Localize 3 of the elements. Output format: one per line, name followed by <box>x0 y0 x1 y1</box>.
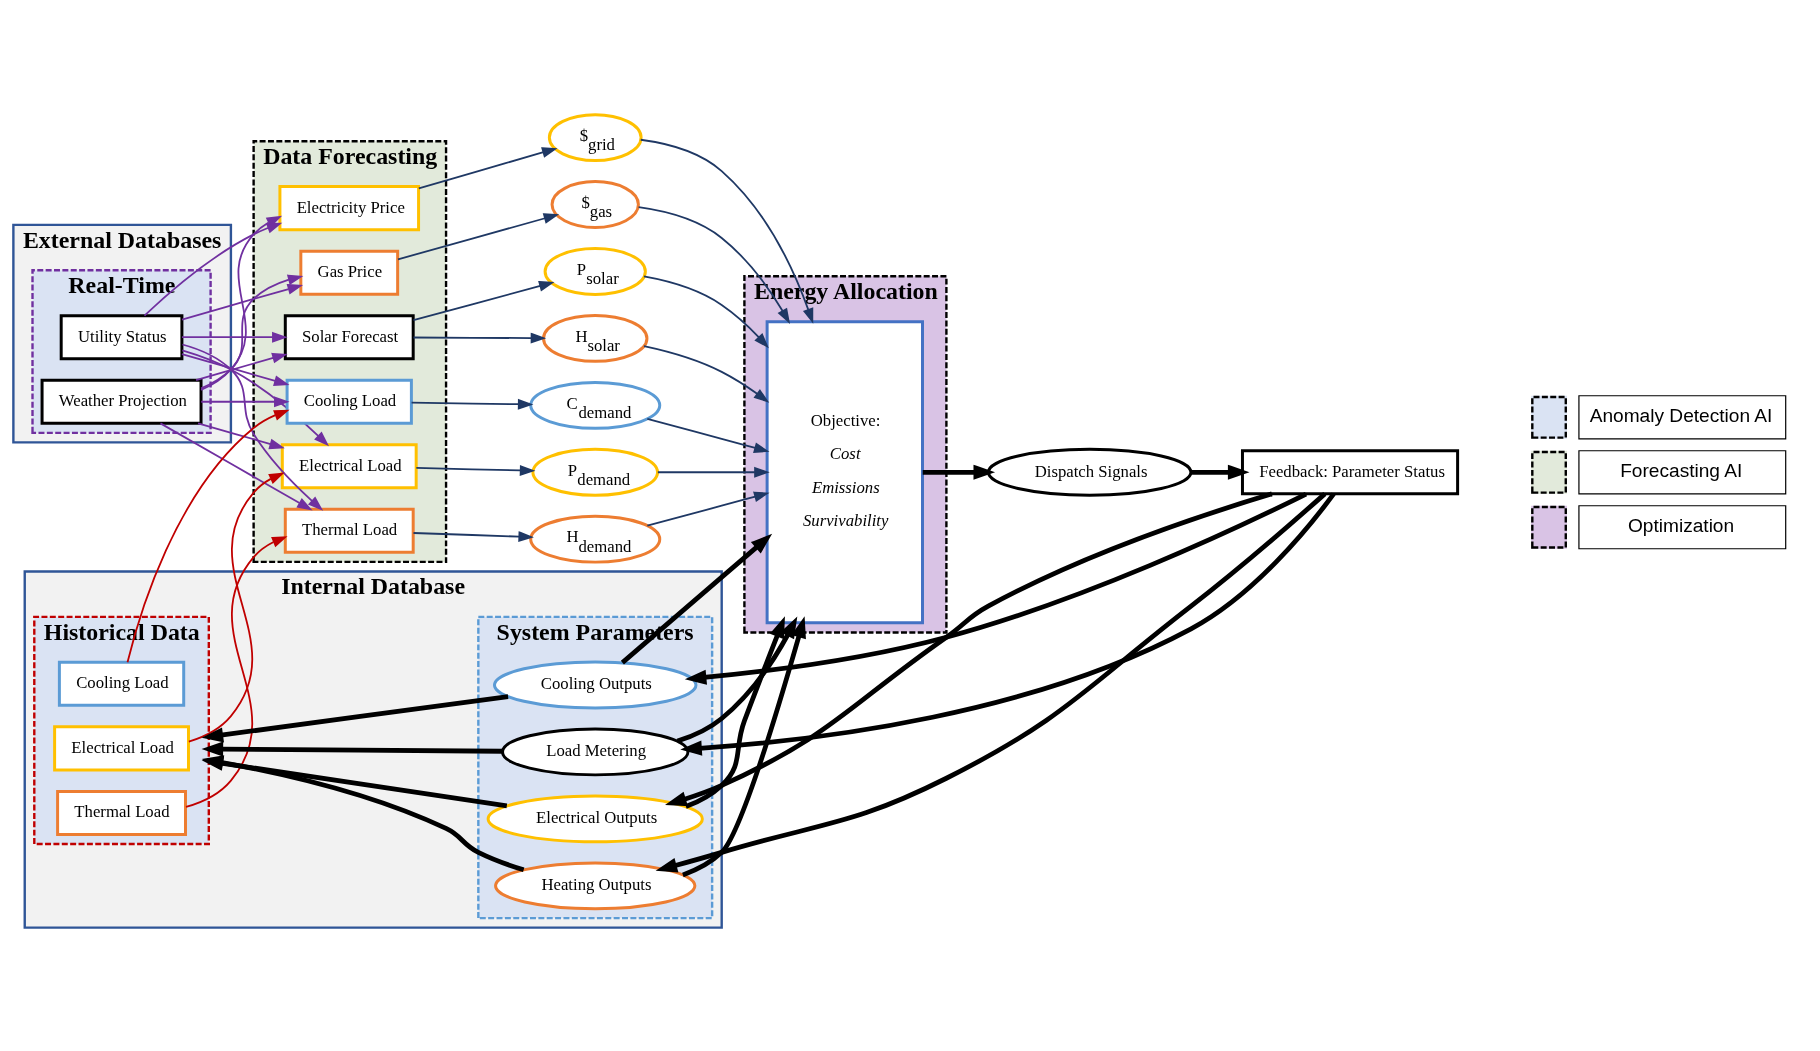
legend-label: Optimization <box>1627 514 1735 536</box>
legend-label: Forecasting AI <box>1620 459 1743 481</box>
legend-label: Anomaly Detection AI <box>1589 404 1773 426</box>
